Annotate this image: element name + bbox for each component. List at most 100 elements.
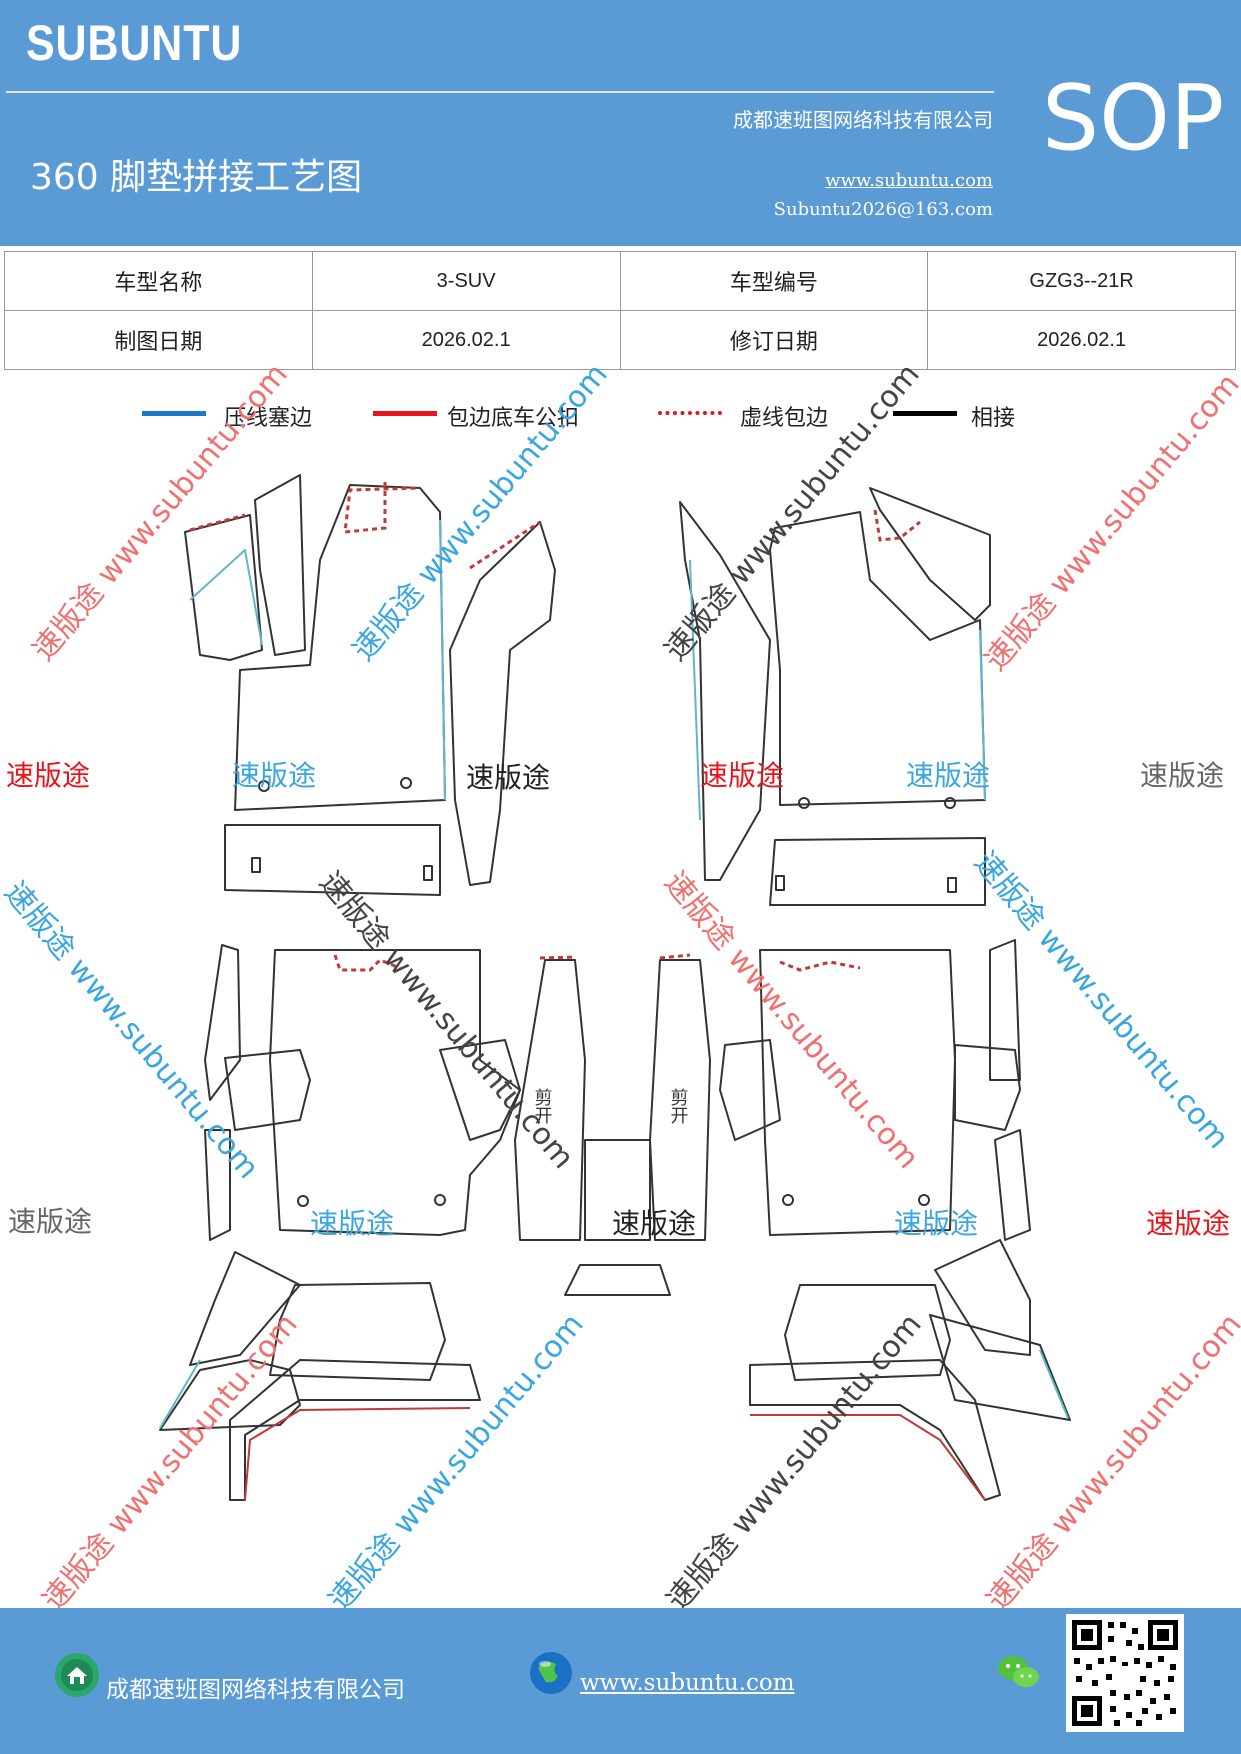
wrap-edge	[750, 1414, 986, 1501]
legend-label: 虚线包边	[740, 406, 829, 431]
mat-piece	[229, 1359, 481, 1501]
brand-logo: SUBUNTU	[26, 15, 243, 71]
mount-hole	[782, 1194, 794, 1206]
model-name-label: 车型名称	[4, 251, 313, 311]
wrap-edge	[244, 1407, 471, 1501]
mat-piece	[759, 949, 956, 1236]
mat-piece	[439, 1039, 521, 1141]
mount-hole	[297, 1195, 309, 1207]
watermark-brand: 速版途	[894, 1207, 979, 1240]
mount-hole	[400, 777, 412, 789]
mat-piece	[934, 1239, 1031, 1356]
wechat-icon	[998, 1656, 1039, 1687]
header-divider	[6, 91, 994, 93]
cut-open-label-right: 剪开	[668, 1088, 689, 1124]
mat-piece	[269, 1282, 446, 1381]
header-banner	[0, 0, 1241, 246]
legend-swatch	[142, 411, 206, 416]
revision-date-value: 2026.02.1	[927, 310, 1236, 370]
watermark-brand: 速版途	[466, 761, 551, 794]
mat-piece	[189, 549, 263, 646]
mat-piece	[224, 824, 441, 896]
footer-website-link[interactable]: www.subuntu.com	[580, 1670, 795, 1696]
model-code-label: 车型编号	[619, 251, 929, 311]
dotted-wrap-edge	[189, 513, 246, 532]
mat-piece	[994, 1129, 1031, 1241]
watermark-brand: 速版途	[8, 1205, 93, 1238]
mat-piece	[204, 944, 241, 1101]
mat-piece	[234, 484, 446, 811]
watermark-brand: 速版途	[232, 759, 317, 792]
watermark-brand: 速版途	[1140, 759, 1225, 792]
globe-icon	[530, 1652, 572, 1694]
mat-piece	[929, 1314, 1071, 1421]
mat-piece	[719, 1039, 781, 1141]
dotted-wrap-edge	[343, 482, 421, 534]
mat-piece	[159, 1359, 301, 1431]
press-edge	[439, 519, 446, 801]
press-edge	[159, 1359, 201, 1429]
mat-piece	[514, 959, 586, 1241]
mat-piece	[954, 1044, 1021, 1131]
dotted-wrap-edge	[659, 953, 691, 960]
legend-label: 压线塞边	[224, 406, 313, 431]
mat-piece	[449, 521, 556, 886]
table-row: 车型名称 3-SUV 车型编号 GZG3--21R	[4, 251, 1236, 311]
mount-hole	[918, 1194, 930, 1206]
clip-slot	[775, 875, 785, 891]
legend-swatch	[658, 411, 722, 415]
legend-label: 包边底车公扣	[447, 406, 580, 431]
page-title: 360 脚垫拼接工艺图	[30, 157, 363, 198]
header-email: Subuntu2026@163.com	[773, 199, 993, 220]
legend-label: 相接	[971, 406, 1016, 431]
mount-hole	[258, 780, 270, 792]
mount-hole	[434, 1194, 446, 1206]
mat-piece	[784, 1284, 951, 1381]
footer-company: 成都速班图网络科技有限公司	[106, 1677, 405, 1703]
model-name-value: 3-SUV	[311, 251, 621, 311]
table-row: 制图日期 2026.02.1 修订日期 2026.02.1	[4, 310, 1236, 370]
watermark-brand: 速版途	[310, 1207, 395, 1240]
mount-hole	[798, 797, 810, 809]
press-edge	[1039, 1349, 1069, 1419]
press-edge	[979, 629, 986, 801]
mount-hole	[944, 797, 956, 809]
model-code-value: GZG3--21R	[927, 251, 1236, 311]
clip-slot	[251, 857, 261, 873]
revision-date-label: 修订日期	[619, 310, 929, 370]
company-home-icon	[55, 1653, 99, 1697]
mat-piece	[769, 837, 986, 906]
mat-piece	[584, 1139, 651, 1241]
mat-piece	[989, 939, 1021, 1081]
cut-open-label-left: 剪开	[532, 1088, 553, 1124]
clip-slot	[947, 877, 957, 893]
dotted-wrap-edge	[469, 520, 541, 570]
watermark-brand: 速版途	[1146, 1207, 1231, 1240]
watermark-brand: 速版途	[906, 759, 991, 792]
mat-piece	[189, 1251, 301, 1366]
dotted-wrap-edge	[873, 509, 921, 542]
watermark-brand: 速版途	[700, 759, 785, 792]
watermark-brand: 速版途	[6, 759, 91, 792]
mat-piece	[254, 474, 306, 656]
mat-piece	[224, 1049, 311, 1131]
draw-date-label: 制图日期	[4, 310, 313, 370]
draw-date-value: 2026.02.1	[311, 310, 621, 370]
mat-piece	[564, 1264, 671, 1296]
header-website-link[interactable]: www.subuntu.com	[825, 170, 993, 191]
mat-piece	[679, 501, 771, 881]
qr-code	[1066, 1614, 1184, 1732]
mat-piece	[204, 1129, 231, 1241]
mat-piece	[269, 949, 521, 1236]
clip-slot	[423, 865, 433, 881]
dotted-wrap-edge	[333, 954, 401, 972]
sop-label: SOP	[1042, 66, 1225, 171]
press-edge	[689, 559, 701, 821]
watermark-brand: 速版途	[612, 1207, 697, 1240]
mat-piece	[869, 487, 991, 621]
dotted-wrap-edge	[539, 955, 576, 960]
floor-mat-diagram: 剪开 剪开	[159, 474, 1071, 1501]
mat-piece	[649, 959, 711, 1241]
header-company: 成都速班图网络科技有限公司	[733, 108, 993, 132]
legend-swatch	[373, 411, 437, 416]
